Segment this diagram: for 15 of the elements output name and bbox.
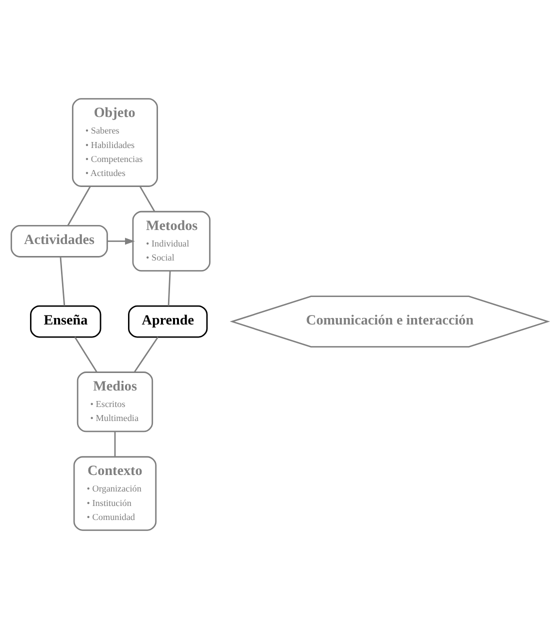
- arrow: [107, 237, 135, 244]
- node-box: Contexto • Organización • Institución • Comunidad: [73, 456, 157, 530]
- node-box: Metodos • Individual • Social: [132, 210, 211, 272]
- connector: [67, 186, 91, 226]
- node-box: Enseña: [30, 304, 102, 338]
- node-box: Medios • Escritos • Multimedia: [76, 371, 154, 432]
- connector: [74, 336, 98, 372]
- node-box: Actividades: [10, 224, 108, 257]
- connector: [168, 270, 171, 306]
- node-box: Objeto • Saberes • Habilidades • Competencias • Actitudes: [72, 98, 158, 186]
- connector: [114, 431, 116, 456]
- connector: [60, 256, 66, 306]
- connector: [134, 336, 158, 372]
- node-box: Aprende: [128, 304, 208, 338]
- connector: [139, 186, 156, 212]
